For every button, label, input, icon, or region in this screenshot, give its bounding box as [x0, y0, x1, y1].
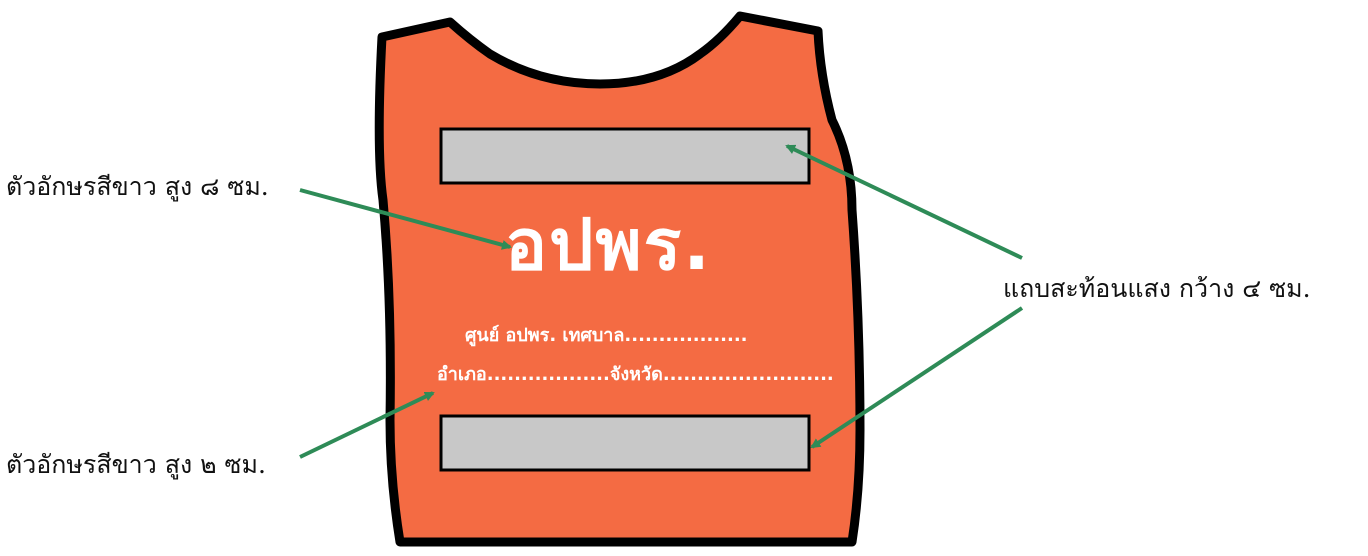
vest-center-line: ศูนย์ อปพร. เทศบาล.................. [465, 327, 748, 345]
vest-title-text: อปพร. [505, 210, 712, 280]
reflective-strip-bottom [441, 416, 809, 470]
callout-small-text: ตัวอักษรสีขาว สูง ๒ ซม. [6, 452, 266, 477]
callout-large-text: ตัวอักษรสีขาว สูง ๘ ซม. [6, 174, 269, 199]
callout-reflective-strip: แถบสะท้อนแสง กว้าง ๔ ซม. [1003, 276, 1311, 301]
vest-district-line: อำเภอ..................จังหวัด..........… [437, 366, 834, 384]
reflective-strip-top [441, 129, 809, 183]
